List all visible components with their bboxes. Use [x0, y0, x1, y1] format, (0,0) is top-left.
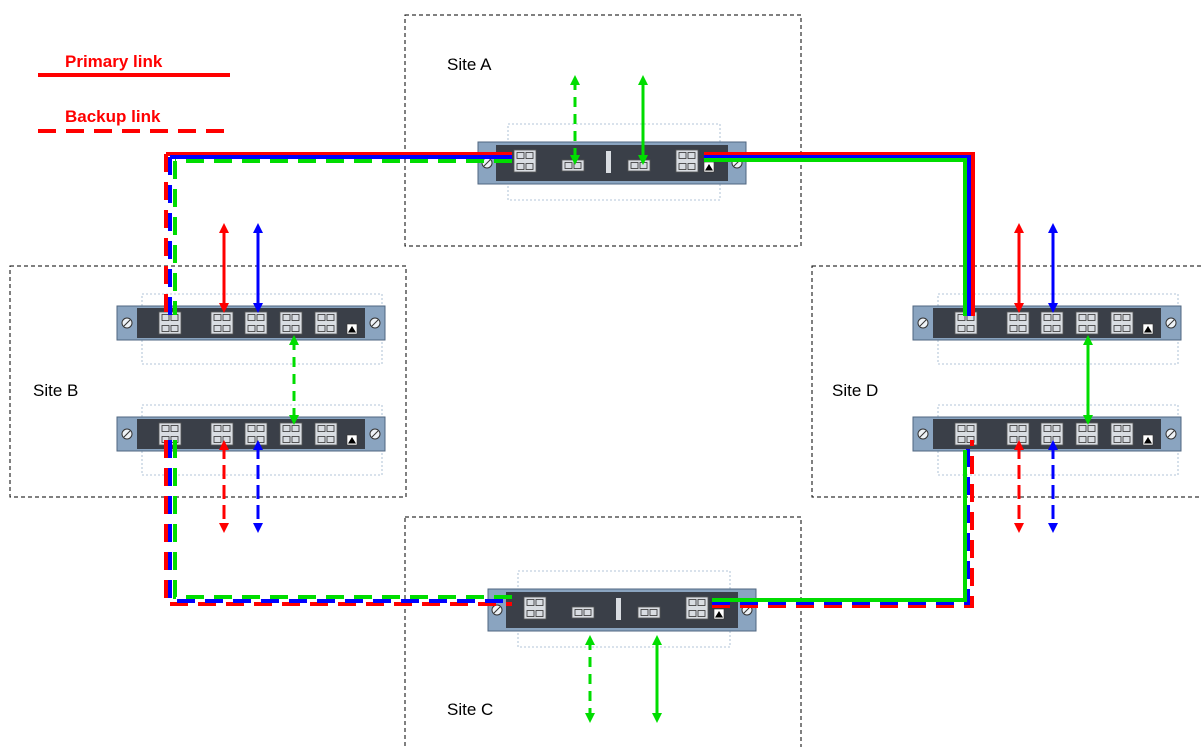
fiber-port-icon — [210, 311, 234, 335]
legend: Primary link Backup link — [38, 52, 230, 133]
screw-icon — [121, 428, 133, 440]
fiber-port-icon — [513, 149, 537, 173]
fiber-port-icon — [1110, 311, 1134, 335]
warning-triangle-icon — [1142, 434, 1154, 446]
fiber-port-icon — [1075, 311, 1099, 335]
warning-triangle-icon — [703, 161, 715, 173]
fiber-port-icon — [523, 596, 547, 620]
site-a-box — [404, 14, 802, 247]
backup-link-blue-bottom-right — [712, 440, 970, 605]
site-b-box — [9, 265, 407, 498]
fiber-port-icon — [1075, 422, 1099, 446]
site-c-box — [404, 516, 802, 747]
screw-icon — [369, 317, 381, 329]
primary-link-green-bottom-right — [712, 450, 967, 602]
backup-link-red-bottom-left — [164, 440, 512, 606]
ring-links — [164, 152, 975, 608]
fiber-port-icon — [158, 311, 182, 335]
fiber-port-icon — [244, 311, 268, 335]
fiber-port-icon — [954, 311, 978, 335]
fiber-port-icon — [954, 422, 978, 446]
fiber-port-icon — [627, 159, 651, 172]
fiber-port-icon — [571, 606, 595, 619]
primary-link-green — [704, 158, 967, 316]
site-d-device-lower — [912, 404, 1182, 476]
status-slot — [616, 598, 621, 620]
backup-link-blue-bottom-left — [168, 440, 512, 603]
service-arrows — [219, 75, 1093, 723]
warning-triangle-icon — [346, 323, 358, 335]
fiber-port-icon — [244, 422, 268, 446]
screw-icon — [917, 317, 929, 329]
fiber-port-icon — [1040, 311, 1064, 335]
site-boxes — [9, 14, 1201, 747]
site-b-device-lower — [116, 404, 386, 476]
devices — [116, 123, 1182, 648]
fiber-port-icon — [279, 311, 303, 335]
primary-link-blue — [704, 155, 971, 316]
screw-icon — [1165, 428, 1177, 440]
fiber-port-icon — [210, 422, 234, 446]
fiber-port-icon — [314, 311, 338, 335]
backup-link-green-bottom-left — [173, 440, 522, 599]
screw-icon — [917, 428, 929, 440]
status-slot — [606, 151, 611, 173]
legend-primary-label: Primary link — [65, 52, 163, 71]
screw-icon — [369, 428, 381, 440]
fiber-port-icon — [685, 596, 709, 620]
fiber-port-icon — [279, 422, 303, 446]
site-a-label: Site A — [447, 55, 492, 74]
site-d-box — [811, 265, 1201, 498]
backup-link-red-bottom-right — [712, 440, 974, 608]
warning-triangle-icon — [346, 434, 358, 446]
legend-backup-label: Backup link — [65, 107, 161, 126]
site-d-device-upper — [912, 293, 1182, 365]
site-b-label: Site B — [33, 381, 78, 400]
site-c-label: Site C — [447, 700, 493, 719]
site-a-device — [477, 123, 747, 201]
fiber-port-icon — [1006, 422, 1030, 446]
fiber-port-icon — [637, 606, 661, 619]
screw-icon — [1165, 317, 1177, 329]
screw-icon — [491, 604, 503, 616]
primary-link-red — [704, 152, 975, 316]
fiber-port-icon — [1006, 311, 1030, 335]
screw-icon — [121, 317, 133, 329]
fiber-port-icon — [1110, 422, 1134, 446]
warning-triangle-icon — [1142, 323, 1154, 335]
site-d-label: Site D — [832, 381, 878, 400]
site-b-device-upper — [116, 293, 386, 365]
fiber-port-icon — [1040, 422, 1064, 446]
fiber-port-icon — [314, 422, 338, 446]
site-c-device — [487, 570, 757, 648]
warning-triangle-icon — [713, 608, 725, 620]
fiber-port-icon — [561, 159, 585, 172]
fiber-port-icon — [675, 149, 699, 173]
